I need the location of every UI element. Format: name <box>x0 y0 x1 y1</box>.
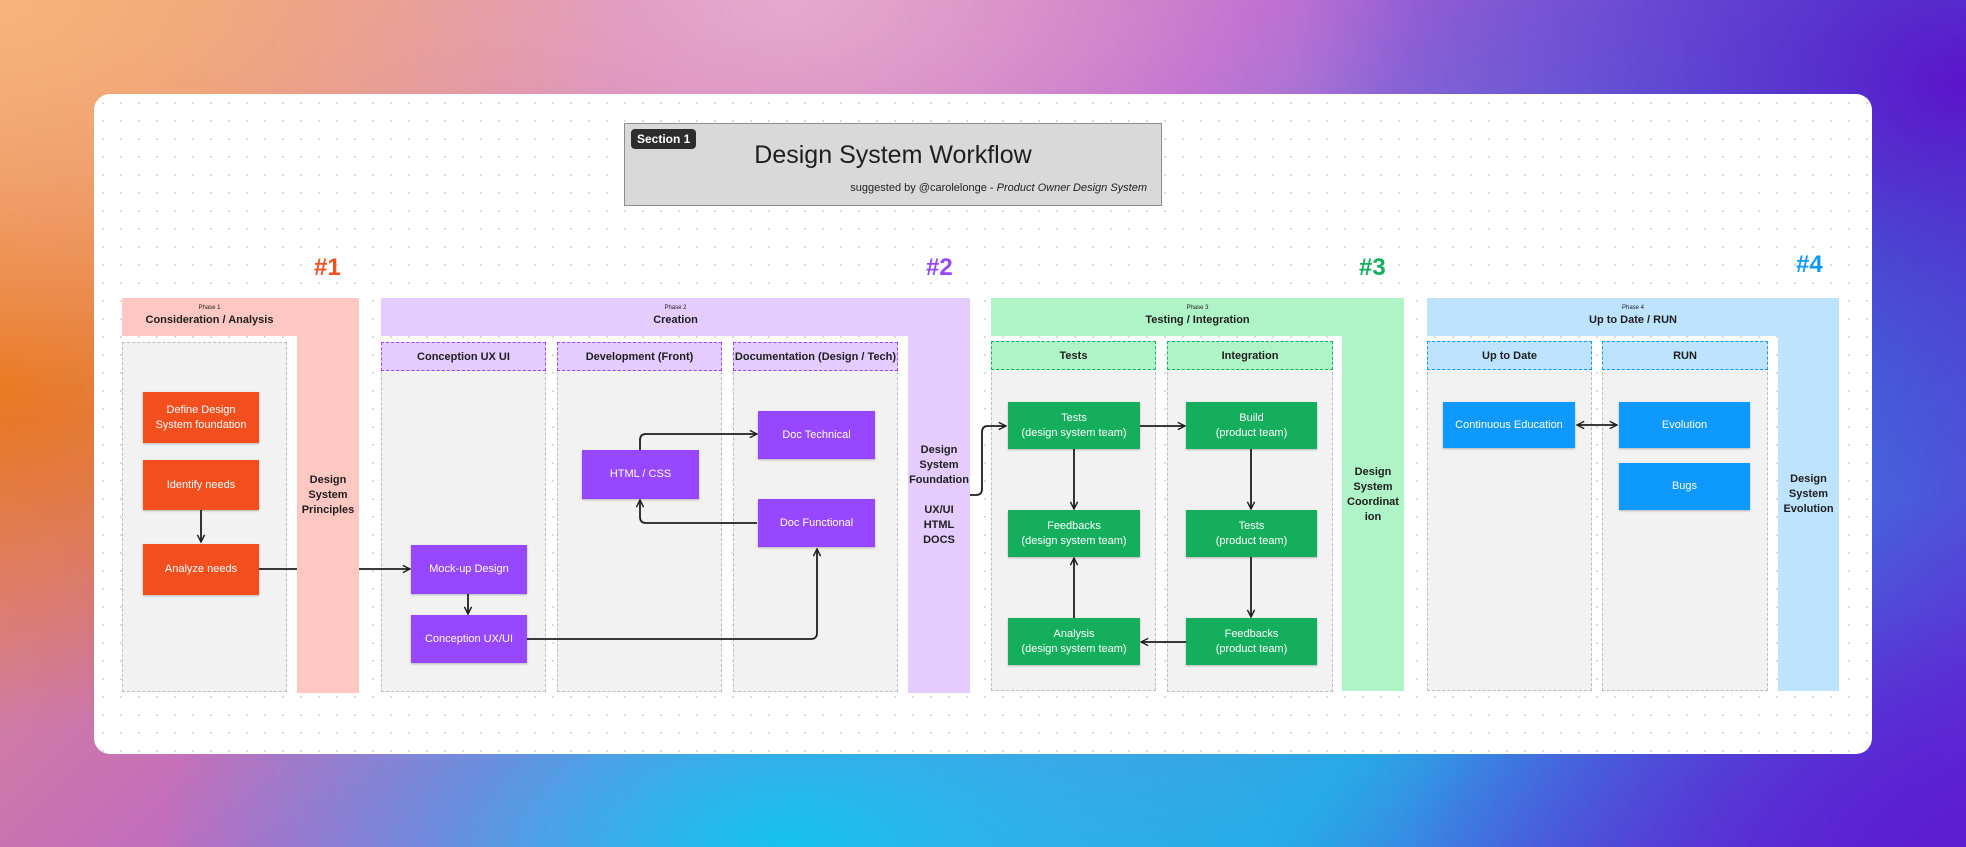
phase-number-2: #2 <box>926 254 953 281</box>
node-build-product-team[interactable]: Build (product team) <box>1186 402 1317 449</box>
column-up-to-date <box>1427 342 1592 691</box>
side-bar-line: Design <box>1790 473 1827 485</box>
credit-author: suggested by @carolelonge - <box>850 182 997 194</box>
node-tests-ds-team[interactable]: Tests (design system team) <box>1008 402 1140 449</box>
side-bar-line: Evolution <box>1783 503 1834 515</box>
node-define-foundation[interactable]: Define Design System foundation <box>143 392 259 443</box>
node-subtitle: (product team) <box>1215 642 1288 655</box>
column-header-development: Development (Front) <box>557 342 722 371</box>
column-header-up-to-date: Up to Date <box>1427 341 1592 370</box>
node-analyze-needs[interactable]: Analyze needs <box>143 544 259 595</box>
node-evolution[interactable]: Evolution <box>1619 402 1750 448</box>
phase-header-2: Phase 2 Creation <box>381 298 970 336</box>
node-subtitle: (design system team) <box>1021 534 1127 547</box>
side-bar-line: UX/UI <box>924 504 954 516</box>
phase-number-4: #4 <box>1796 251 1823 278</box>
node-subtitle: (design system team) <box>1021 642 1127 655</box>
credit-role: Product Owner Design System <box>996 182 1147 194</box>
node-bugs[interactable]: Bugs <box>1619 463 1750 510</box>
phase-4-side-bar: Design System Evolution <box>1778 298 1839 691</box>
node-title: Feedbacks <box>1047 519 1101 532</box>
phase-header-1: Phase 1 Consideration / Analysis <box>122 298 297 336</box>
phase-header-4: Phase 4 Up to Date / RUN <box>1427 298 1839 336</box>
phase-number-3: #3 <box>1359 254 1386 281</box>
credit-line: suggested by @carolelonge - Product Owne… <box>850 182 1147 194</box>
node-subtitle: (product team) <box>1215 426 1288 439</box>
node-conception-uxui[interactable]: Conception UX/UI <box>411 615 527 663</box>
phase-name: Creation <box>653 314 698 326</box>
side-bar-line: ion <box>1364 510 1382 523</box>
column-header-tests: Tests <box>991 341 1156 370</box>
node-subtitle: (design system team) <box>1021 426 1127 439</box>
node-title: Build <box>1239 411 1264 424</box>
side-bar-line: System <box>1788 488 1829 500</box>
node-doc-technical[interactable]: Doc Technical <box>758 411 875 459</box>
column-header-integration: Integration <box>1167 341 1333 370</box>
phase-2-side-bar: Design System Foundation UX/UI HTML DOCS <box>908 298 970 693</box>
section-badge[interactable]: Section 1 <box>631 129 697 149</box>
node-title: Tests <box>1061 411 1087 424</box>
phase-1-column <box>122 342 287 692</box>
phase-small-label: Phase 2 <box>664 305 687 311</box>
node-feedbacks-product-team[interactable]: Feedbacks (product team) <box>1186 618 1317 665</box>
phase-small-label: Phase 4 <box>1621 305 1645 311</box>
column-header-documentation: Documentation (Design / Tech) <box>733 342 898 371</box>
node-html-css[interactable]: HTML / CSS <box>582 450 699 499</box>
node-subtitle: (product team) <box>1215 534 1288 547</box>
side-bar-line: HTML <box>923 519 955 531</box>
side-bar-line: Coordinat <box>1347 495 1399 508</box>
node-title: Feedbacks <box>1224 627 1279 640</box>
side-bar-line: DOCS <box>923 534 955 546</box>
column-run <box>1602 342 1768 691</box>
phase-name: Testing / Integration <box>1145 314 1250 326</box>
section-title-frame[interactable]: Section 1 Design System Workflow suggest… <box>624 123 1162 206</box>
side-bar-line: Foundation <box>909 474 969 486</box>
side-bar-line: Principles <box>301 504 355 516</box>
side-bar-line: Design <box>920 444 958 456</box>
side-bar-spacer <box>909 488 969 503</box>
node-title: Analysis <box>1053 627 1095 640</box>
node-mockup-design[interactable]: Mock-up Design <box>411 545 527 594</box>
node-identify-needs[interactable]: Identify needs <box>143 460 259 510</box>
phase-name: Consideration / Analysis <box>145 314 274 326</box>
side-bar-line: Design <box>309 474 347 486</box>
side-bar-line: Design <box>1354 465 1392 478</box>
node-feedbacks-ds-team[interactable]: Feedbacks (design system team) <box>1008 510 1140 557</box>
node-title: Tests <box>1238 519 1265 532</box>
column-header-run: RUN <box>1602 341 1768 370</box>
column-header-conception: Conception UX UI <box>381 342 546 371</box>
phase-number-1: #1 <box>314 254 341 281</box>
phase-name: Up to Date / RUN <box>1589 314 1677 326</box>
phase-small-label: Phase 1 <box>198 305 221 311</box>
side-bar-line: System <box>308 489 348 501</box>
phase-header-3: Phase 3 Testing / Integration <box>991 298 1404 336</box>
node-continuous-education[interactable]: Continuous Education <box>1443 402 1575 448</box>
page-title: Design System Workflow <box>754 141 1032 169</box>
node-doc-functional[interactable]: Doc Functional <box>758 499 875 547</box>
phase-1-side-bar: Design System Principles <box>297 298 359 693</box>
phase-3-side-bar: Design System Coordinat ion <box>1342 298 1404 691</box>
column-development <box>557 342 722 692</box>
side-bar-line: System <box>919 459 959 471</box>
node-tests-product-team[interactable]: Tests (product team) <box>1186 510 1317 557</box>
side-bar-line: System <box>1353 480 1393 493</box>
node-analysis-ds-team[interactable]: Analysis (design system team) <box>1008 618 1140 665</box>
phase-small-label: Phase 3 <box>1186 305 1209 311</box>
